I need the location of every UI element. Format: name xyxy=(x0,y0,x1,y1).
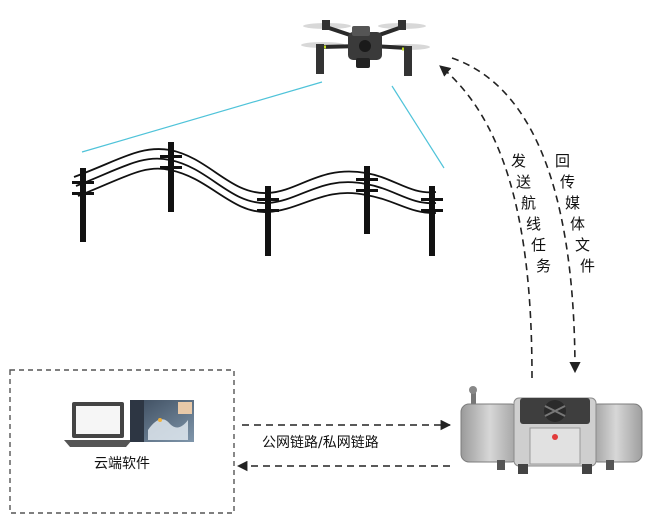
send-route-arrow xyxy=(439,65,533,379)
send-route-char: 线 xyxy=(526,215,541,233)
send-route-char: 任 xyxy=(531,236,546,254)
inspection-line-right xyxy=(391,85,445,169)
drone-icon xyxy=(301,20,430,76)
link-label: 公网链路/私网链路 xyxy=(262,435,379,451)
inspection-line-left xyxy=(81,81,323,153)
send-route-label: 发 送 航 线 任 务 xyxy=(511,152,551,275)
return-media-arrow xyxy=(451,57,581,374)
return-media-char: 媒 xyxy=(565,194,580,212)
return-media-char: 传 xyxy=(560,173,575,191)
return-media-label: 回 传 媒 体 文 件 xyxy=(555,152,595,275)
send-route-char: 送 xyxy=(516,173,531,191)
power-line-icon xyxy=(72,142,443,256)
return-media-char: 文 xyxy=(575,236,590,254)
map-screen-icon xyxy=(130,400,194,442)
cloud-software-label: 云端软件 xyxy=(94,456,150,472)
send-route-char: 发 xyxy=(511,152,526,170)
dock-icon xyxy=(460,386,643,474)
return-media-char: 件 xyxy=(580,257,595,275)
send-route-char: 务 xyxy=(536,257,551,275)
return-media-char: 体 xyxy=(570,215,585,233)
send-route-char: 航 xyxy=(521,194,536,212)
cloud-software-box xyxy=(9,369,235,514)
return-media-char: 回 xyxy=(555,152,570,170)
laptop-icon xyxy=(64,402,132,447)
